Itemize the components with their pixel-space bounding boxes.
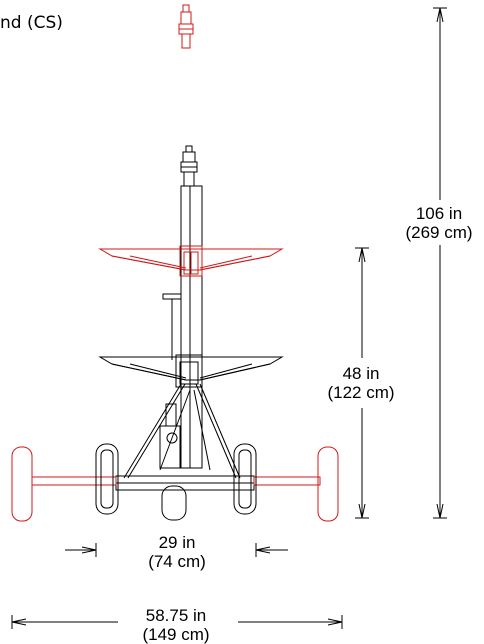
overall-width-imperial: 58.75 in <box>145 606 207 625</box>
dimension-line-58 <box>11 615 343 629</box>
top-cap-red <box>178 4 194 49</box>
dimension-label-overall-width: 58.75 in (149 cm) <box>126 606 226 644</box>
tray-height-imperial: 48 in <box>342 364 380 383</box>
base-frame <box>115 475 255 491</box>
wheels <box>95 443 257 521</box>
overall-height-imperial: 106 in <box>415 204 463 223</box>
drawing-title: nd (CS) <box>0 13 63 33</box>
dimension-label-tray-height: 48 in (122 cm) <box>318 364 404 402</box>
leg-braces <box>123 383 241 479</box>
upper-tray-red <box>98 245 284 277</box>
extension-arms-red <box>31 476 321 486</box>
inner-width-metric: (74 cm) <box>148 552 206 571</box>
inner-width-imperial: 29 in <box>158 533 196 552</box>
dimension-label-overall-height: 106 in (269 cm) <box>392 204 484 242</box>
tray-height-metric: (122 cm) <box>327 383 395 402</box>
mast-top-connector <box>180 145 198 187</box>
lower-tray <box>98 354 284 388</box>
outer-wheels-red <box>11 446 339 522</box>
mast <box>162 185 203 469</box>
dimension-line-48 <box>355 247 369 519</box>
dimension-line-106 <box>433 7 447 519</box>
overall-width-metric: (149 cm) <box>142 625 210 644</box>
overall-height-metric: (269 cm) <box>405 223 473 242</box>
dimension-label-inner-width: 29 in (74 cm) <box>138 533 216 571</box>
dimension-line-29 <box>65 543 288 557</box>
